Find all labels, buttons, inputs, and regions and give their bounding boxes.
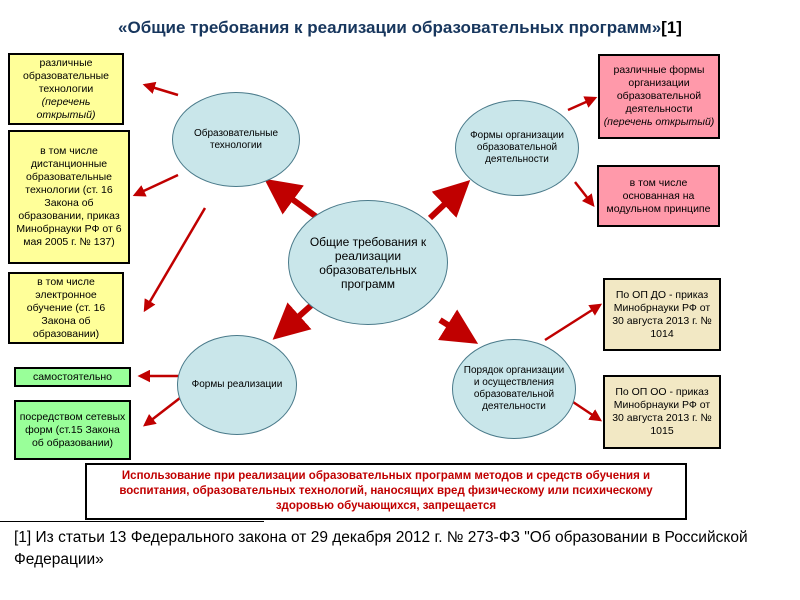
node-edu-tech: Образовательные технологии bbox=[172, 92, 300, 187]
box-various-tech: различные образовательные технологии (пе… bbox=[8, 53, 124, 125]
arrow-org-to-various-forms bbox=[567, 96, 598, 112]
box-op-do: По ОП ДО - приказ Минобрнауки РФ от 30 а… bbox=[603, 278, 721, 351]
arrow-org-to-modular bbox=[574, 181, 595, 207]
box-various-tech-note: (перечень открытый) bbox=[36, 95, 96, 121]
warning-box: Использование при реализации образовател… bbox=[85, 463, 687, 520]
center-node: Общие требования к реализации образовате… bbox=[288, 200, 448, 325]
node-org-forms: Формы организации образовательной деятел… bbox=[455, 100, 579, 196]
box-distance: в том числе дистанционные образовательны… bbox=[8, 130, 130, 264]
arrow-center-to-procedure bbox=[438, 309, 479, 344]
box-independent: самостоятельно bbox=[14, 367, 131, 387]
arrow-impl-to-network bbox=[143, 397, 181, 427]
box-various-forms: различные формы организации образователь… bbox=[598, 54, 720, 139]
arrow-proc-to-op-do bbox=[544, 303, 603, 342]
node-impl-forms: Формы реализации bbox=[177, 335, 297, 435]
arrow-edu-tech-to-elearning bbox=[143, 207, 207, 313]
footnote-divider bbox=[0, 521, 264, 522]
arrow-center-to-org-forms bbox=[427, 180, 471, 221]
page-title: «Общие требования к реализации образоват… bbox=[118, 18, 682, 37]
box-op-oo: По ОП ОО - приказ Минобрнауки РФ от 30 а… bbox=[603, 375, 721, 449]
arrow-center-to-edu-tech bbox=[264, 178, 320, 221]
node-procedure: Порядок организации и осуществления обра… bbox=[452, 339, 576, 439]
title-footnote-ref: [1] bbox=[661, 18, 682, 37]
box-various-forms-note: (перечень открытый) bbox=[603, 116, 715, 128]
arrow-edu-tech-to-various-tech bbox=[142, 81, 179, 97]
box-network: посредством сетевых форм (ст.15 Закона о… bbox=[14, 400, 131, 460]
footnote: [1] Из статьи 13 Федерального закона от … bbox=[14, 529, 748, 568]
box-elearning: в том числе электронное обучение (ст. 16… bbox=[8, 272, 124, 344]
arrow-center-to-impl-forms bbox=[272, 299, 317, 340]
arrow-proc-to-op-oo bbox=[569, 398, 603, 422]
box-modular: в том числе основанная на модульном прин… bbox=[597, 165, 720, 227]
arrow-edu-tech-to-distance bbox=[132, 173, 179, 197]
